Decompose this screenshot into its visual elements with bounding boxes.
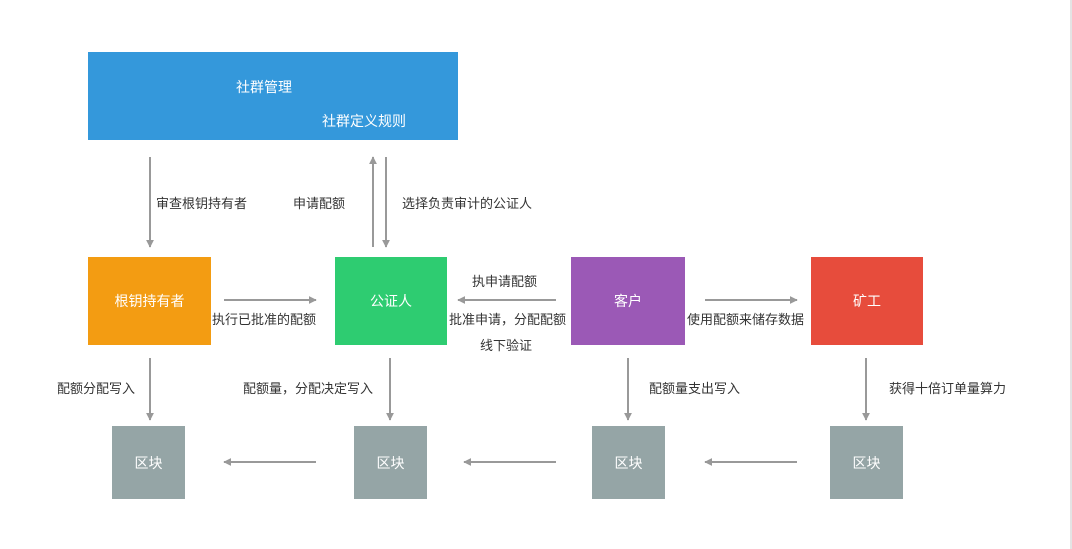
edge-label-select-audit-notary: 选择负责审计的公证人 [402,197,533,212]
block-label: 区块 [852,455,881,472]
edge-label-quota-spend-write: 配额量支出写入 [649,382,741,397]
edge-label-use-quota-store: 使用配额来储存数据 [687,313,805,328]
notary-label: 公证人 [370,294,412,310]
edge-label-quota-allocation-write: 配额分配写入 [57,382,136,397]
right-edge-divider [1070,0,1072,549]
root-key-holder-label: 根钥持有者 [114,294,185,310]
block-label: 区块 [614,455,643,472]
root-key-holder-box: 根钥持有者 [88,257,211,345]
customer-box: 客户 [571,257,685,345]
edge-label-request-quota: 执申请配额 [472,275,538,290]
block-label: 区块 [134,455,163,472]
block-box-2: 区块 [354,426,427,499]
edge-label-tenfold-power: 获得十倍订单量算力 [889,382,1007,397]
notary-box: 公证人 [335,257,447,345]
edge-label-review-root-key-holder: 审查根钥持有者 [156,197,248,212]
edge-label-apply-quota: 申请配额 [293,197,346,212]
edge-label-execute-approved-quota: 执行已批准的配额 [212,313,317,328]
block-label: 区块 [376,455,405,472]
miner-box: 矿工 [811,257,923,345]
community-management-title: 社群管理 [236,80,292,96]
customer-label: 客户 [614,294,642,310]
block-box-1: 区块 [112,426,185,499]
miner-label: 矿工 [853,294,881,310]
edge-label-quota-decision-write: 配额量，分配决定写入 [243,382,374,397]
block-box-4: 区块 [830,426,903,499]
community-rules-subtitle: 社群定义规则 [322,114,406,130]
edge-label-offline-verify: 线下验证 [480,339,533,354]
block-box-3: 区块 [592,426,665,499]
edge-label-approve-allocate: 批准申请，分配配额 [449,313,567,328]
community-management-box: 社群管理 社群定义规则 [88,52,458,140]
